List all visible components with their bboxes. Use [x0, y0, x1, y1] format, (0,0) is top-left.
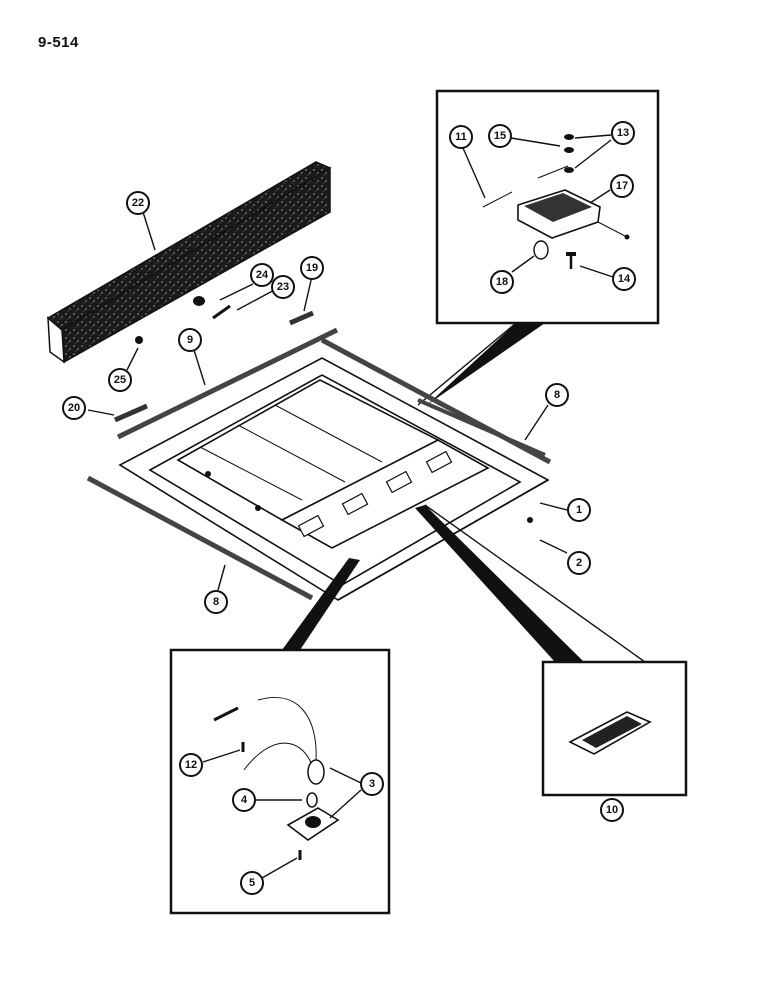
callout-10: 10 [600, 798, 624, 822]
roof-panel [118, 357, 550, 601]
callout-8-bottom: 8 [204, 590, 228, 614]
callout-5: 5 [240, 871, 264, 895]
callout-14-label: 14 [618, 273, 631, 285]
callout-12: 12 [179, 753, 203, 777]
callout-17-label: 17 [616, 180, 628, 192]
callout-4: 4 [232, 788, 256, 812]
callout-19-label: 19 [306, 262, 318, 274]
callout-8-bottom-label: 8 [213, 596, 219, 608]
callout-2: 2 [567, 551, 591, 575]
callout-20: 20 [62, 396, 86, 420]
callout-25: 25 [108, 368, 132, 392]
callout-15-label: 15 [494, 130, 506, 142]
callout-8-right: 8 [545, 383, 569, 407]
callout-leaders [87, 134, 614, 879]
callout-13: 13 [611, 121, 635, 145]
callout-18: 18 [490, 270, 514, 294]
switch-assembly [213, 697, 340, 860]
headliner-cover [46, 161, 332, 364]
callout-24-label: 24 [256, 269, 269, 281]
callout-3-label: 3 [369, 778, 375, 790]
callout-23-label: 23 [277, 281, 289, 293]
fuse-inset-box [415, 504, 688, 797]
callout-14: 14 [612, 267, 636, 291]
fuse-block [568, 711, 652, 755]
callout-1-label: 1 [576, 504, 582, 516]
lamp-assembly [482, 134, 630, 269]
callout-18-label: 18 [496, 276, 508, 288]
callout-11: 11 [449, 125, 473, 149]
callout-5-label: 5 [249, 877, 255, 889]
callout-25-label: 25 [114, 374, 126, 386]
callout-11-label: 11 [455, 131, 467, 143]
callout-4-label: 4 [241, 794, 248, 806]
callout-10-label: 10 [606, 804, 618, 816]
callout-15: 15 [488, 124, 512, 148]
callout-19: 19 [300, 256, 324, 280]
callout-8-right-label: 8 [554, 389, 560, 401]
seal-strips [86, 327, 552, 601]
switch-inset-box [169, 558, 391, 915]
callout-22-label: 22 [132, 197, 144, 209]
callout-20-label: 20 [68, 402, 80, 414]
page-number: 9-514 [38, 34, 79, 51]
callout-22: 22 [126, 191, 150, 215]
callout-9-label: 9 [187, 334, 193, 346]
callout-23: 23 [271, 275, 295, 299]
callout-13-label: 13 [617, 127, 629, 139]
callout-17: 17 [610, 174, 634, 198]
callout-12-label: 12 [185, 759, 197, 771]
callout-1: 1 [567, 498, 591, 522]
callout-2-label: 2 [576, 557, 582, 569]
callout-24: 24 [250, 263, 274, 287]
callout-9: 9 [178, 328, 202, 352]
callout-3: 3 [360, 772, 384, 796]
fastener-parts [113, 296, 314, 423]
